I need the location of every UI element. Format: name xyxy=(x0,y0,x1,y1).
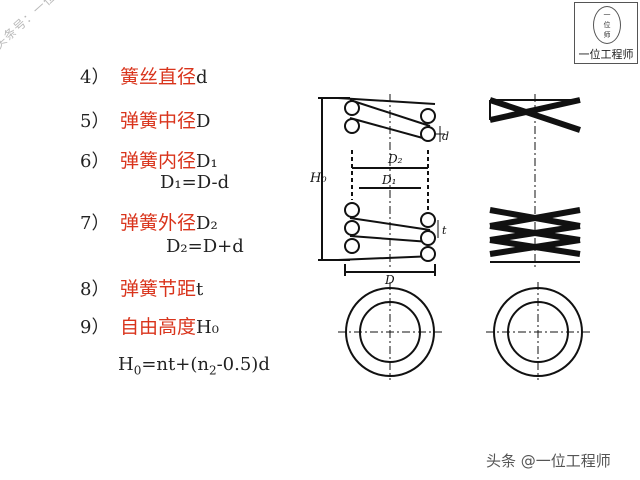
item-number: 7） xyxy=(80,213,110,234)
list-item: 6） 弹簧内径D₁ xyxy=(80,146,218,173)
item-symbol: H₀ xyxy=(196,317,219,338)
logo-char-top: 一 xyxy=(603,11,611,19)
item-term: 弹簧内径 xyxy=(120,150,197,172)
list-item: 7） 弹簧外径D₂ xyxy=(80,208,218,235)
formula-lhs-sub: 0 xyxy=(133,363,142,378)
list-item: 4） 簧丝直径d xyxy=(80,62,208,89)
logo: 一 位 师 一位工程师 xyxy=(574,2,638,64)
formula-d2: D₂=D+d xyxy=(166,236,244,257)
item-term: 自由高度 xyxy=(120,316,197,338)
label-h0: H₀ xyxy=(310,171,327,186)
watermark-diagonal: 头条号：一位工程师 xyxy=(0,0,88,52)
spring-end-views xyxy=(338,282,590,380)
logo-char-bottom: 师 xyxy=(603,31,611,39)
label-pitch-t: t xyxy=(442,224,447,237)
logo-title: 一位工程师 xyxy=(578,48,634,61)
item-number: 8） xyxy=(80,279,110,300)
formula-lhs: H xyxy=(118,354,134,375)
item-number: 4） xyxy=(80,67,110,88)
item-symbol: D xyxy=(196,111,211,132)
sectioned-spring-view xyxy=(337,94,445,276)
item-symbol: d xyxy=(196,67,208,88)
item-number: 6） xyxy=(80,151,110,172)
item-number: 5） xyxy=(80,111,110,132)
item-term: 簧丝直径 xyxy=(120,66,197,88)
list-item: 5） 弹簧中径D xyxy=(80,106,210,133)
watermark-footer: 头条 @一位工程师 xyxy=(486,452,611,470)
formula-free-height: H0=nt+(n2-0.5)d xyxy=(118,354,270,378)
item-term: 弹簧外径 xyxy=(120,212,197,234)
label-outer-d: D xyxy=(384,273,395,287)
list-item: 9） 自由高度H₀ xyxy=(80,312,219,339)
formula-mid-sub: 2 xyxy=(208,363,217,378)
formula-mid: =nt+(n xyxy=(141,354,209,375)
logo-char-mid: 位 xyxy=(603,21,611,29)
item-term: 弹簧中径 xyxy=(120,110,197,132)
outline-spring-view xyxy=(489,94,581,270)
label-d2: D₂ xyxy=(387,152,403,166)
item-symbol: t xyxy=(196,279,204,300)
item-number: 9） xyxy=(80,317,110,338)
formula-d1: D₁=D-d xyxy=(160,172,230,193)
spring-drawing: H₀ D₂ D₁ D d t xyxy=(310,94,590,380)
item-symbol: D₁ xyxy=(196,151,218,172)
logo-emblem: 一 位 师 xyxy=(593,6,621,44)
formula-rhs: -0.5)d xyxy=(216,354,270,375)
list-item: 8） 弹簧节距t xyxy=(80,274,203,301)
item-term: 弹簧节距 xyxy=(120,278,197,300)
label-d1: D₁ xyxy=(381,173,396,187)
label-wire-d: d xyxy=(442,130,449,143)
item-symbol: D₂ xyxy=(196,213,218,234)
